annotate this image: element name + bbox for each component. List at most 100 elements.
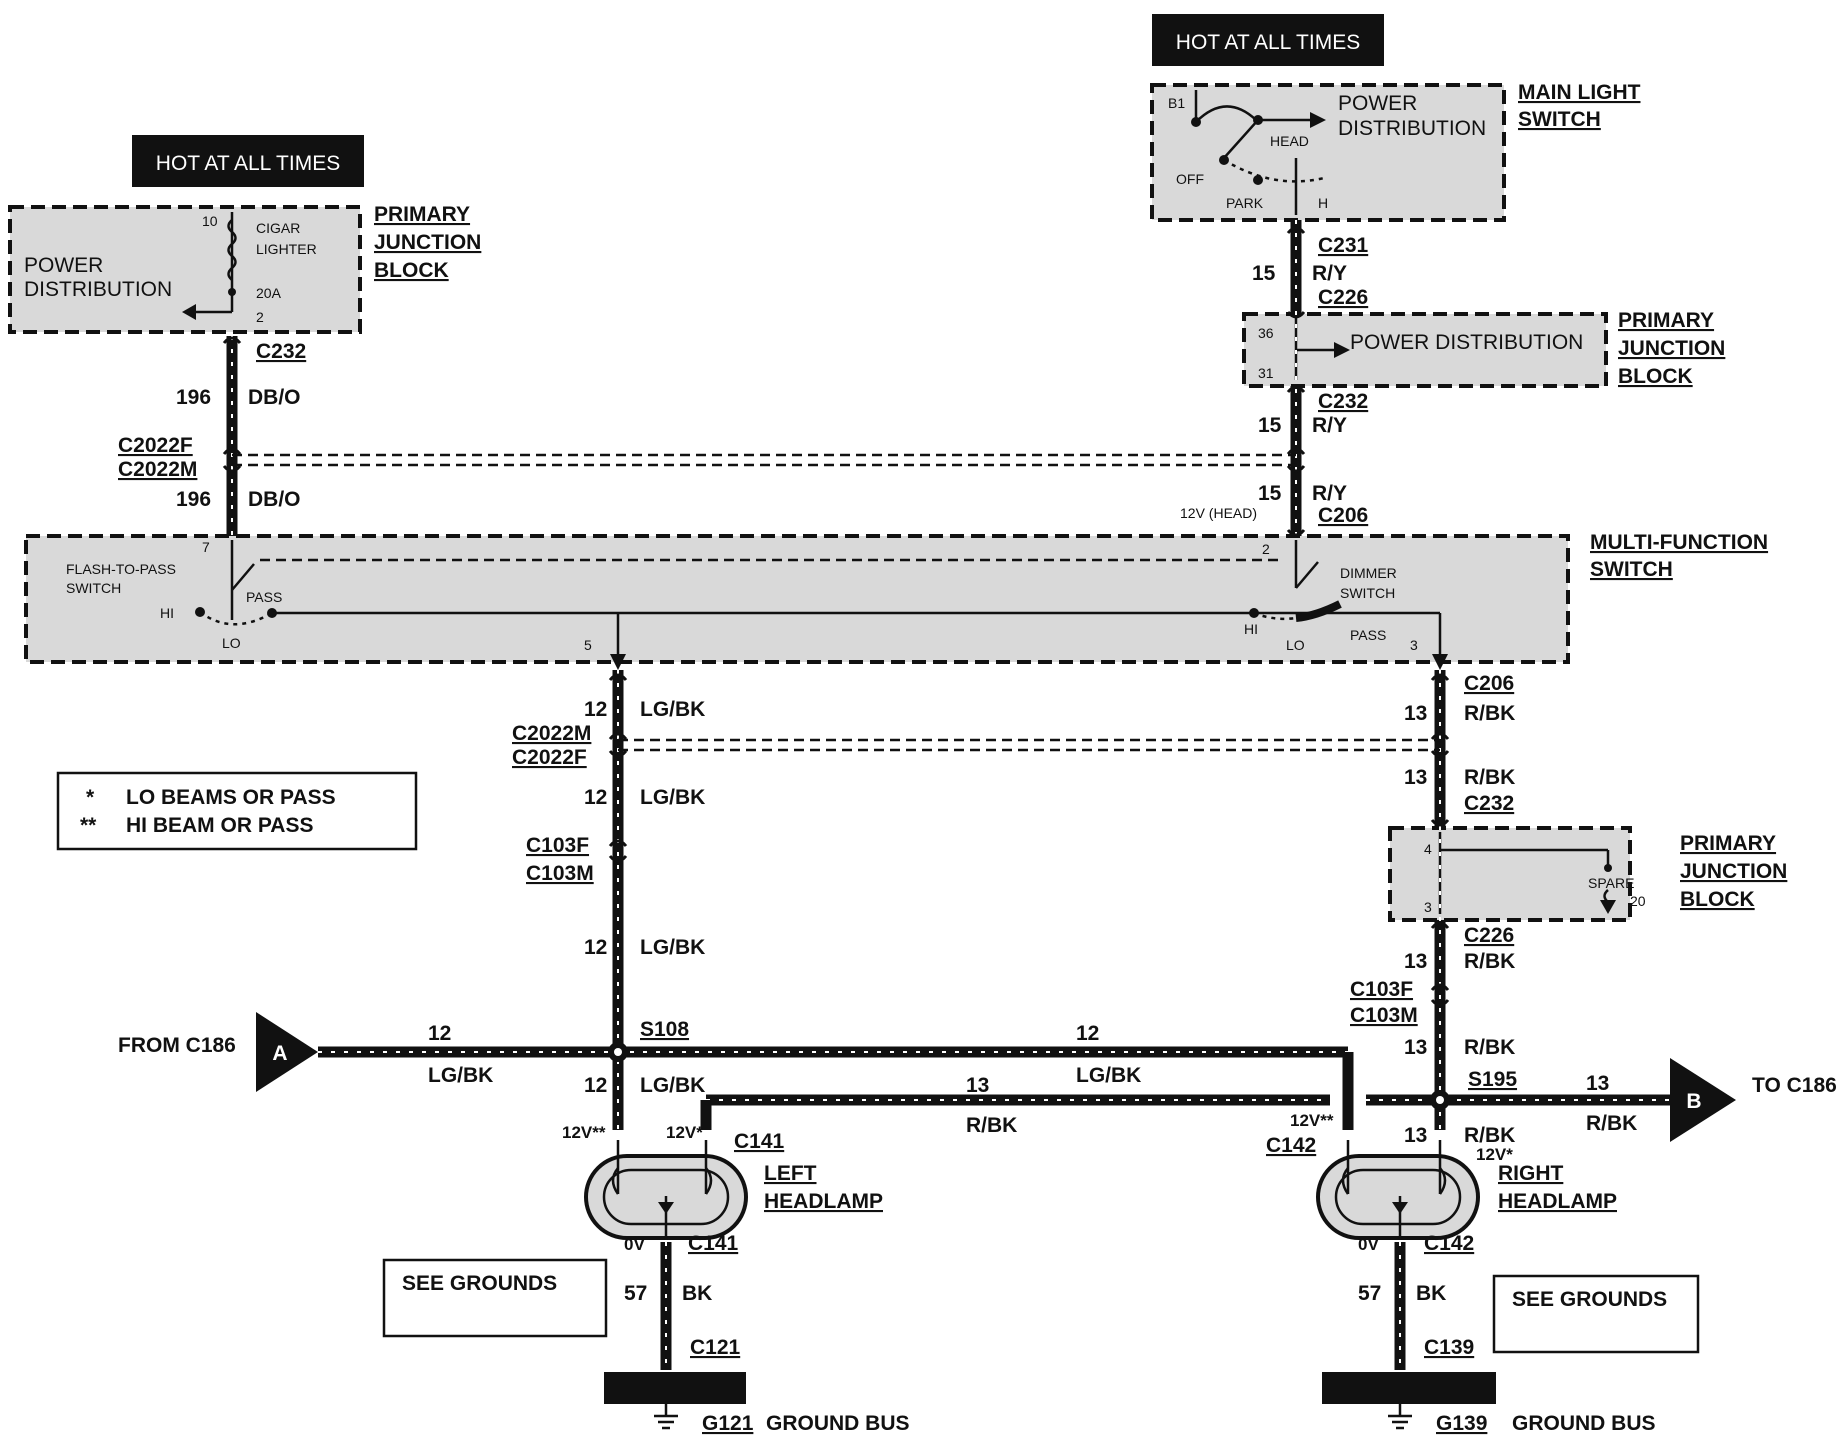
- left-ground-bus-bar: [604, 1372, 746, 1404]
- mls-park-node: [1253, 175, 1263, 185]
- lc-dbo-b: DB/O: [248, 488, 301, 511]
- mfs-pass-r: PASS: [1350, 627, 1386, 643]
- connector-b-flag: [1670, 1058, 1736, 1142]
- mfs-hi-r: HI: [1244, 621, 1258, 637]
- mfs-pin3: 3: [1410, 637, 1418, 653]
- left-lamp-c141-bot: C141: [688, 1232, 739, 1255]
- rb-c226: C226: [1464, 924, 1514, 947]
- right-ground-bus-bar: [1322, 1372, 1496, 1404]
- cc-c2022f: C2022F: [512, 746, 587, 769]
- rc-c232: C232: [1318, 390, 1368, 413]
- arrow-down-icon: [1392, 1202, 1408, 1214]
- bus-a-n12: 12: [428, 1022, 451, 1045]
- splice-s108-center: [614, 1048, 622, 1056]
- rc-c226: C226: [1318, 286, 1368, 309]
- rb-rbk-d: R/BK: [1464, 1036, 1515, 1059]
- cc-s108: S108: [640, 1018, 689, 1041]
- bulb-icon: [1341, 1167, 1447, 1195]
- bus-b-rbk: R/BK: [1586, 1112, 1637, 1135]
- bus-mid-lgbk: LG/BK: [1076, 1064, 1141, 1087]
- pjb-rb-title2: JUNCTION: [1680, 860, 1787, 883]
- left-lamp-gbus: GROUND BUS: [766, 1412, 910, 1435]
- right-lamp-name2: HEADLAMP: [1498, 1190, 1617, 1213]
- pjb-rb-title3: BLOCK: [1680, 888, 1755, 911]
- bus-mid-rbk: R/BK: [966, 1114, 1017, 1137]
- rc-n15a: 15: [1252, 262, 1276, 285]
- pjb-left-power: POWER: [24, 254, 103, 277]
- left-lamp-v-hi: 12V**: [562, 1123, 606, 1142]
- mfs-dimmer-contact: [1295, 600, 1342, 622]
- rc-ry-b: R/Y: [1312, 414, 1347, 437]
- right-headlamp-filaments: [1346, 1140, 1442, 1194]
- cc-n12c: 12: [584, 936, 607, 959]
- pjb-rb-pin20: 20: [1630, 893, 1646, 909]
- bus-mid-v-c142: 12V**: [1290, 1111, 1334, 1130]
- legend-text1: LO BEAMS OR PASS: [126, 786, 336, 809]
- pjb-rb-spare: SPARE: [1588, 875, 1634, 891]
- cc-n12b: 12: [584, 786, 607, 809]
- lc-c232: C232: [256, 340, 306, 363]
- mls-park: PARK: [1226, 195, 1264, 211]
- hot-label-right-bg: [1152, 14, 1384, 66]
- mfs-hi-node: [195, 607, 205, 617]
- mfs-v-head: 12V (HEAD): [1180, 505, 1257, 521]
- hot-label-left-bg: [132, 135, 364, 187]
- mfs-lo-l: LO: [222, 635, 241, 651]
- mls-dist: DISTRIBUTION: [1338, 117, 1486, 140]
- rb-s195: S195: [1468, 1068, 1517, 1091]
- lc-dbo-a: DB/O: [248, 386, 301, 409]
- cc-c103f: C103F: [526, 834, 589, 857]
- left-lamp-name2: HEADLAMP: [764, 1190, 883, 1213]
- mfs-pass-l: PASS: [246, 589, 282, 605]
- left-lamp-c141-top: C141: [734, 1130, 785, 1153]
- mls-title2: SWITCH: [1518, 108, 1601, 131]
- multi-function-switch-box: [24, 534, 1570, 664]
- left-lamp-bk: BK: [682, 1282, 712, 1305]
- rb-n13d: 13: [1404, 1036, 1427, 1059]
- left-see-grounds-box: [382, 1258, 608, 1338]
- arrow-left-icon: [182, 304, 196, 320]
- rb-c103f: C103F: [1350, 978, 1413, 1001]
- cc-lgbk-b: LG/BK: [640, 786, 705, 809]
- mfs-ftp1: FLASH-TO-PASS: [66, 561, 176, 577]
- fuse-icon: [227, 219, 237, 281]
- pjb-left-fuse-name2: LIGHTER: [256, 241, 317, 257]
- legend-box: [56, 771, 418, 851]
- rb-rbk-c: R/BK: [1464, 950, 1515, 973]
- mfs-dimmer-hi-node: [1249, 608, 1259, 618]
- pjb-rt-title3: BLOCK: [1618, 365, 1693, 388]
- mls-h: H: [1318, 195, 1328, 211]
- left-lamp-name1: LEFT: [764, 1162, 817, 1185]
- pjb-rt-text: POWER DISTRIBUTION: [1350, 331, 1583, 354]
- left-lamp-v0: 0V: [624, 1235, 645, 1254]
- cc-n12a: 12: [584, 698, 607, 721]
- pjb-left-fuse-name1: CIGAR: [256, 220, 300, 236]
- arrow-down-icon: [1432, 654, 1448, 670]
- rb-v12s: 12V*: [1476, 1145, 1513, 1164]
- legend-star1: *: [86, 786, 95, 809]
- pjb-left-title2: JUNCTION: [374, 231, 481, 254]
- cc-lgbk-a: LG/BK: [640, 698, 705, 721]
- right-lamp-g: G139: [1436, 1412, 1487, 1435]
- right-see-grounds-box: [1492, 1274, 1700, 1354]
- pjb-left-title3: BLOCK: [374, 259, 449, 282]
- arrow-down-icon: [610, 654, 626, 670]
- mfs-dimmer-blade: [1295, 561, 1319, 589]
- mfs-ftp2: SWITCH: [66, 580, 121, 596]
- arrow-down-icon: [1600, 900, 1616, 914]
- lc-c2022f: C2022F: [118, 434, 193, 457]
- right-lamp-c139: C139: [1424, 1336, 1474, 1359]
- mfs-pin2: 2: [1262, 541, 1270, 557]
- mfs-pin7: 7: [202, 539, 210, 555]
- lc-c2022m: C2022M: [118, 458, 197, 481]
- mls-head: HEAD: [1270, 133, 1309, 149]
- mls-title1: MAIN LIGHT: [1518, 81, 1641, 104]
- bus-mid-n13: 13: [966, 1074, 989, 1097]
- right-headlamp-inner: [1334, 1168, 1462, 1226]
- hot-label-right: HOT AT ALL TIMES: [1176, 31, 1360, 54]
- bus-b-to: TO C186: [1752, 1074, 1837, 1097]
- right-lamp-name1: RIGHT: [1498, 1162, 1564, 1185]
- rb-n13e: 13: [1404, 1124, 1427, 1147]
- pjb-left-node: [228, 288, 236, 296]
- rc-ry-c: R/Y: [1312, 482, 1347, 505]
